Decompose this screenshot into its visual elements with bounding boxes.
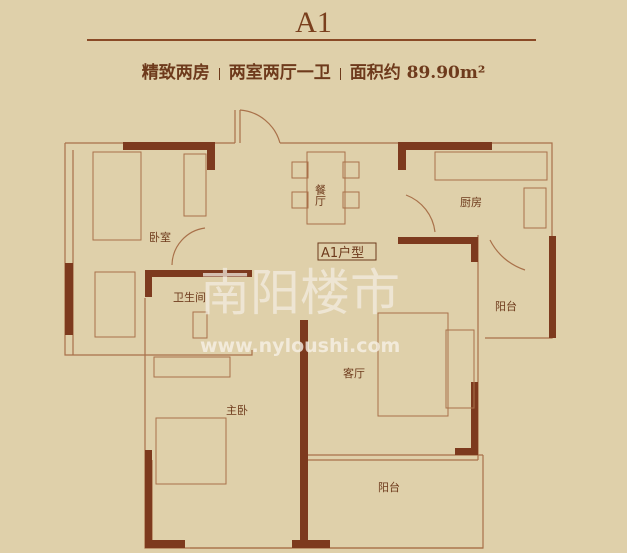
bed	[92, 151, 142, 241]
title-divider	[87, 39, 536, 41]
feature-layout: 两室两厅一卫	[228, 63, 331, 83]
room-balcony-right: 阳台	[495, 299, 517, 313]
room-kitchen: 厨房	[460, 196, 482, 209]
room-balcony-bottom: 阳台	[378, 480, 400, 494]
sink	[523, 187, 547, 229]
plan-title: A1	[295, 6, 332, 39]
room-bedroom: 卧室	[149, 230, 171, 244]
room-master-bedroom: 主卧	[226, 404, 248, 417]
room-bathroom: 卫生间	[173, 290, 206, 304]
feature-style: 精致两房	[141, 63, 210, 83]
kitchen-counter	[434, 151, 548, 181]
unit-label: A1户型	[321, 245, 364, 261]
master-wardrobe	[153, 356, 231, 378]
master-bed	[155, 417, 227, 485]
thick-walls	[65, 142, 556, 548]
unit-label-box	[317, 242, 377, 261]
closet	[94, 271, 136, 338]
separator	[218, 67, 220, 80]
wardrobe	[183, 153, 207, 217]
watermark-brand: 南阳楼市	[200, 264, 400, 322]
toilet	[192, 311, 208, 339]
furniture	[92, 151, 548, 485]
separator	[339, 67, 341, 80]
dining-table	[306, 151, 346, 225]
watermark-url: www.nyloushi.com	[200, 335, 400, 357]
sofa	[445, 329, 475, 409]
chair	[291, 161, 309, 179]
feature-area: 面积约 89.90m²	[349, 63, 486, 83]
plan-subtitle: 精致两房两室两厅一卫面积约 89.90m²	[0, 58, 627, 83]
room-dining: 餐厅	[314, 183, 327, 206]
rug	[377, 312, 449, 417]
room-living: 客厅	[343, 366, 365, 380]
